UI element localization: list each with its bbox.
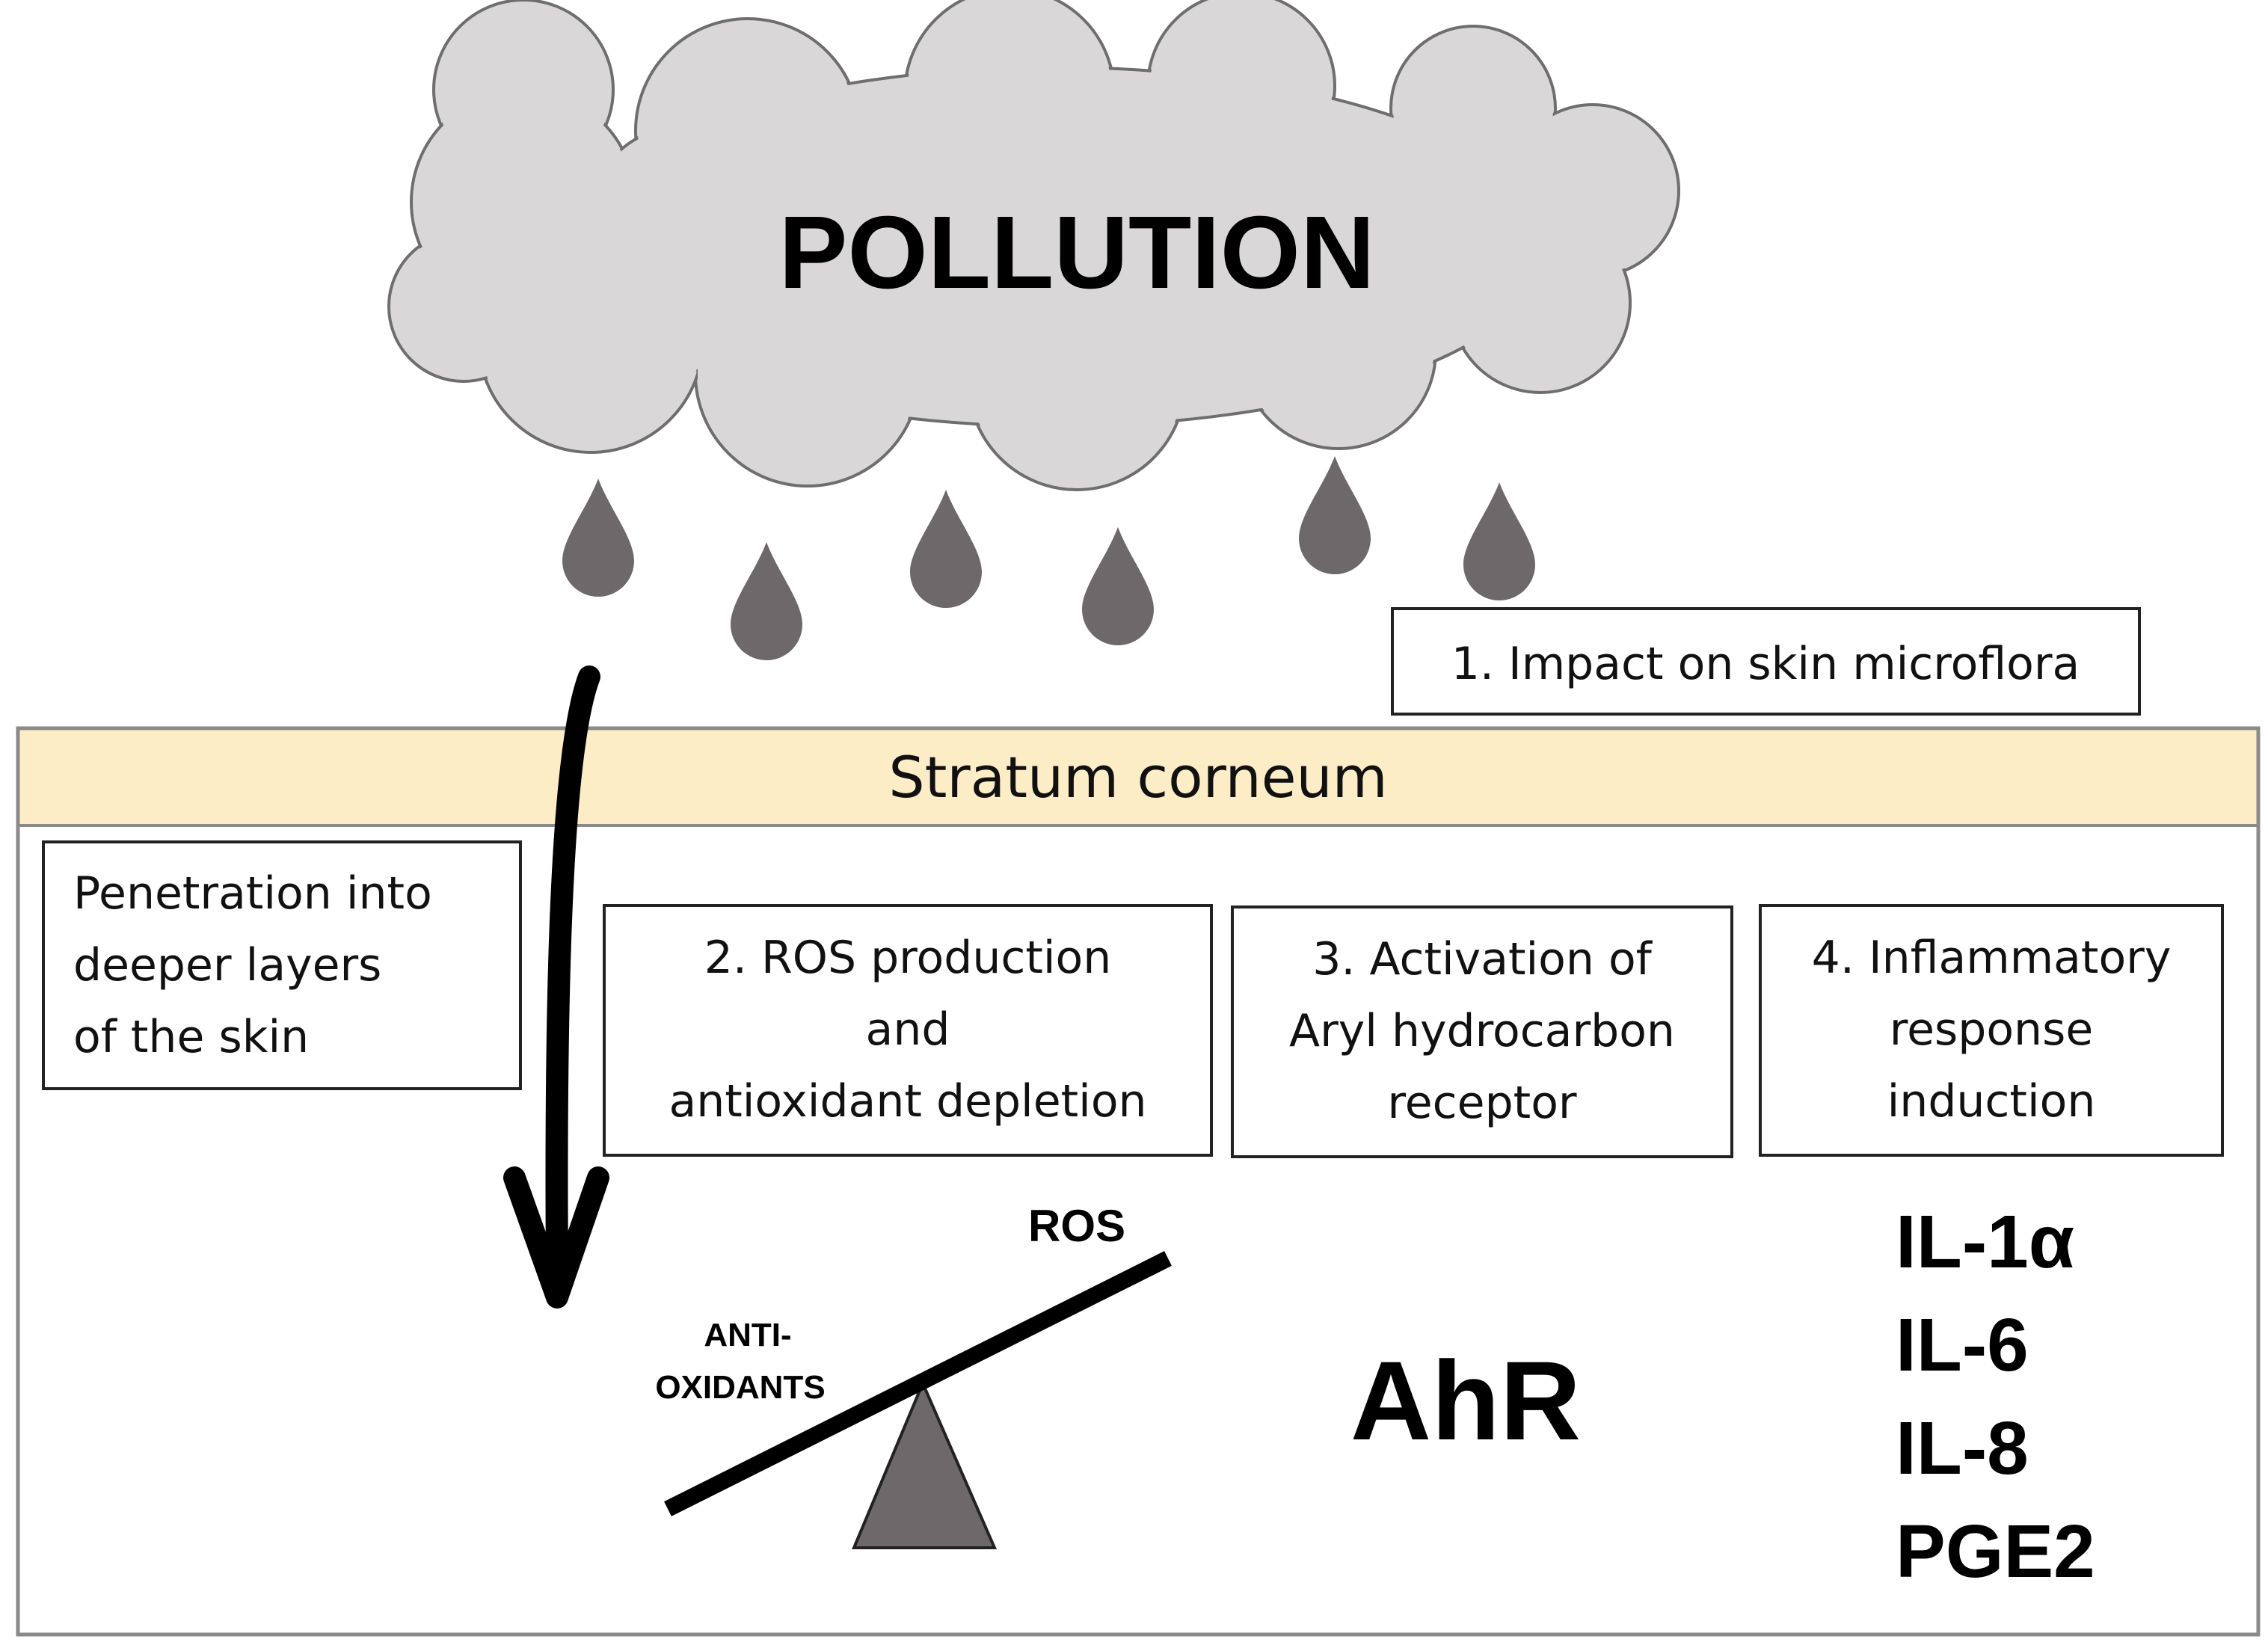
rain-drop [910,490,982,608]
inflammatory-line-3: induction [1887,1075,2096,1128]
stratum-corneum-band [18,728,2258,825]
ros-line-2: and [866,1003,950,1056]
microflora-label: 1. Impact on skin microflora [1451,638,2080,690]
inflammatory-line-1: 4. Inflammatory [1812,932,2172,984]
penetration-box: Penetration into deeper layers of the sk… [42,840,522,1090]
rain-drop [731,542,802,660]
inflammatory-line-2: response [1890,1003,2094,1056]
penetration-line-1: Penetration into [73,867,432,920]
ahr-activation-line-2: Aryl hydrocarbon [1289,1005,1675,1057]
ros-antioxidant-balance: ROS ANTI- OXIDANTS [655,1201,1172,1549]
rain-drop [1299,456,1371,574]
ahr-activation-box: 3. Activation of Aryl hydrocarbon recept… [1231,905,1733,1158]
pollution-drops [562,456,1535,660]
microflora-box: 1. Impact on skin microflora [1391,607,2141,716]
antioxidants-label-line-2: OXIDANTS [655,1369,825,1406]
cytokine-list: IL-1α IL-6 IL-8 PGE2 [1896,1200,2095,1593]
pollution-label: POLLUTION [778,195,1374,310]
ahr-activation-line-3: receptor [1387,1077,1576,1129]
skin-section: Stratum corneum [16,726,2261,1637]
rain-drop [1082,527,1154,645]
ahr-label: AhR [1350,1338,1581,1463]
penetration-line-3: of the skin [73,1011,309,1063]
cytokine-pge2: PGE2 [1896,1510,2095,1593]
cloud-fill-overlay [391,0,1677,488]
cytokine-il8: IL-8 [1896,1406,2029,1490]
penetration-arrow [503,665,609,1309]
ros-line-3: antioxidant depletion [669,1075,1146,1128]
inflammatory-response-box: 4. Inflammatory response induction [1759,904,2224,1157]
ros-line-1: 2. ROS production [704,932,1112,984]
ros-production-box: 2. ROS production and antioxidant deplet… [603,904,1213,1157]
ahr-activation-line-1: 3. Activation of [1312,933,1653,985]
rain-drop [1463,482,1535,600]
cytokine-il1a: IL-1α [1896,1200,2074,1284]
antioxidants-label-line-1: ANTI- [704,1317,791,1353]
penetration-line-2: deeper layers [73,939,381,991]
pollution-cloud: POLLUTION [387,0,1680,491]
balance-fulcrum [851,1379,998,1549]
skin-frame [16,726,2261,1637]
balance-beam [664,1251,1172,1516]
stratum-corneum-label: Stratum corneum [888,744,1387,811]
ros-balance-label: ROS [1028,1201,1125,1251]
cytokine-il6: IL-6 [1896,1303,2029,1387]
rain-drop [562,479,634,597]
